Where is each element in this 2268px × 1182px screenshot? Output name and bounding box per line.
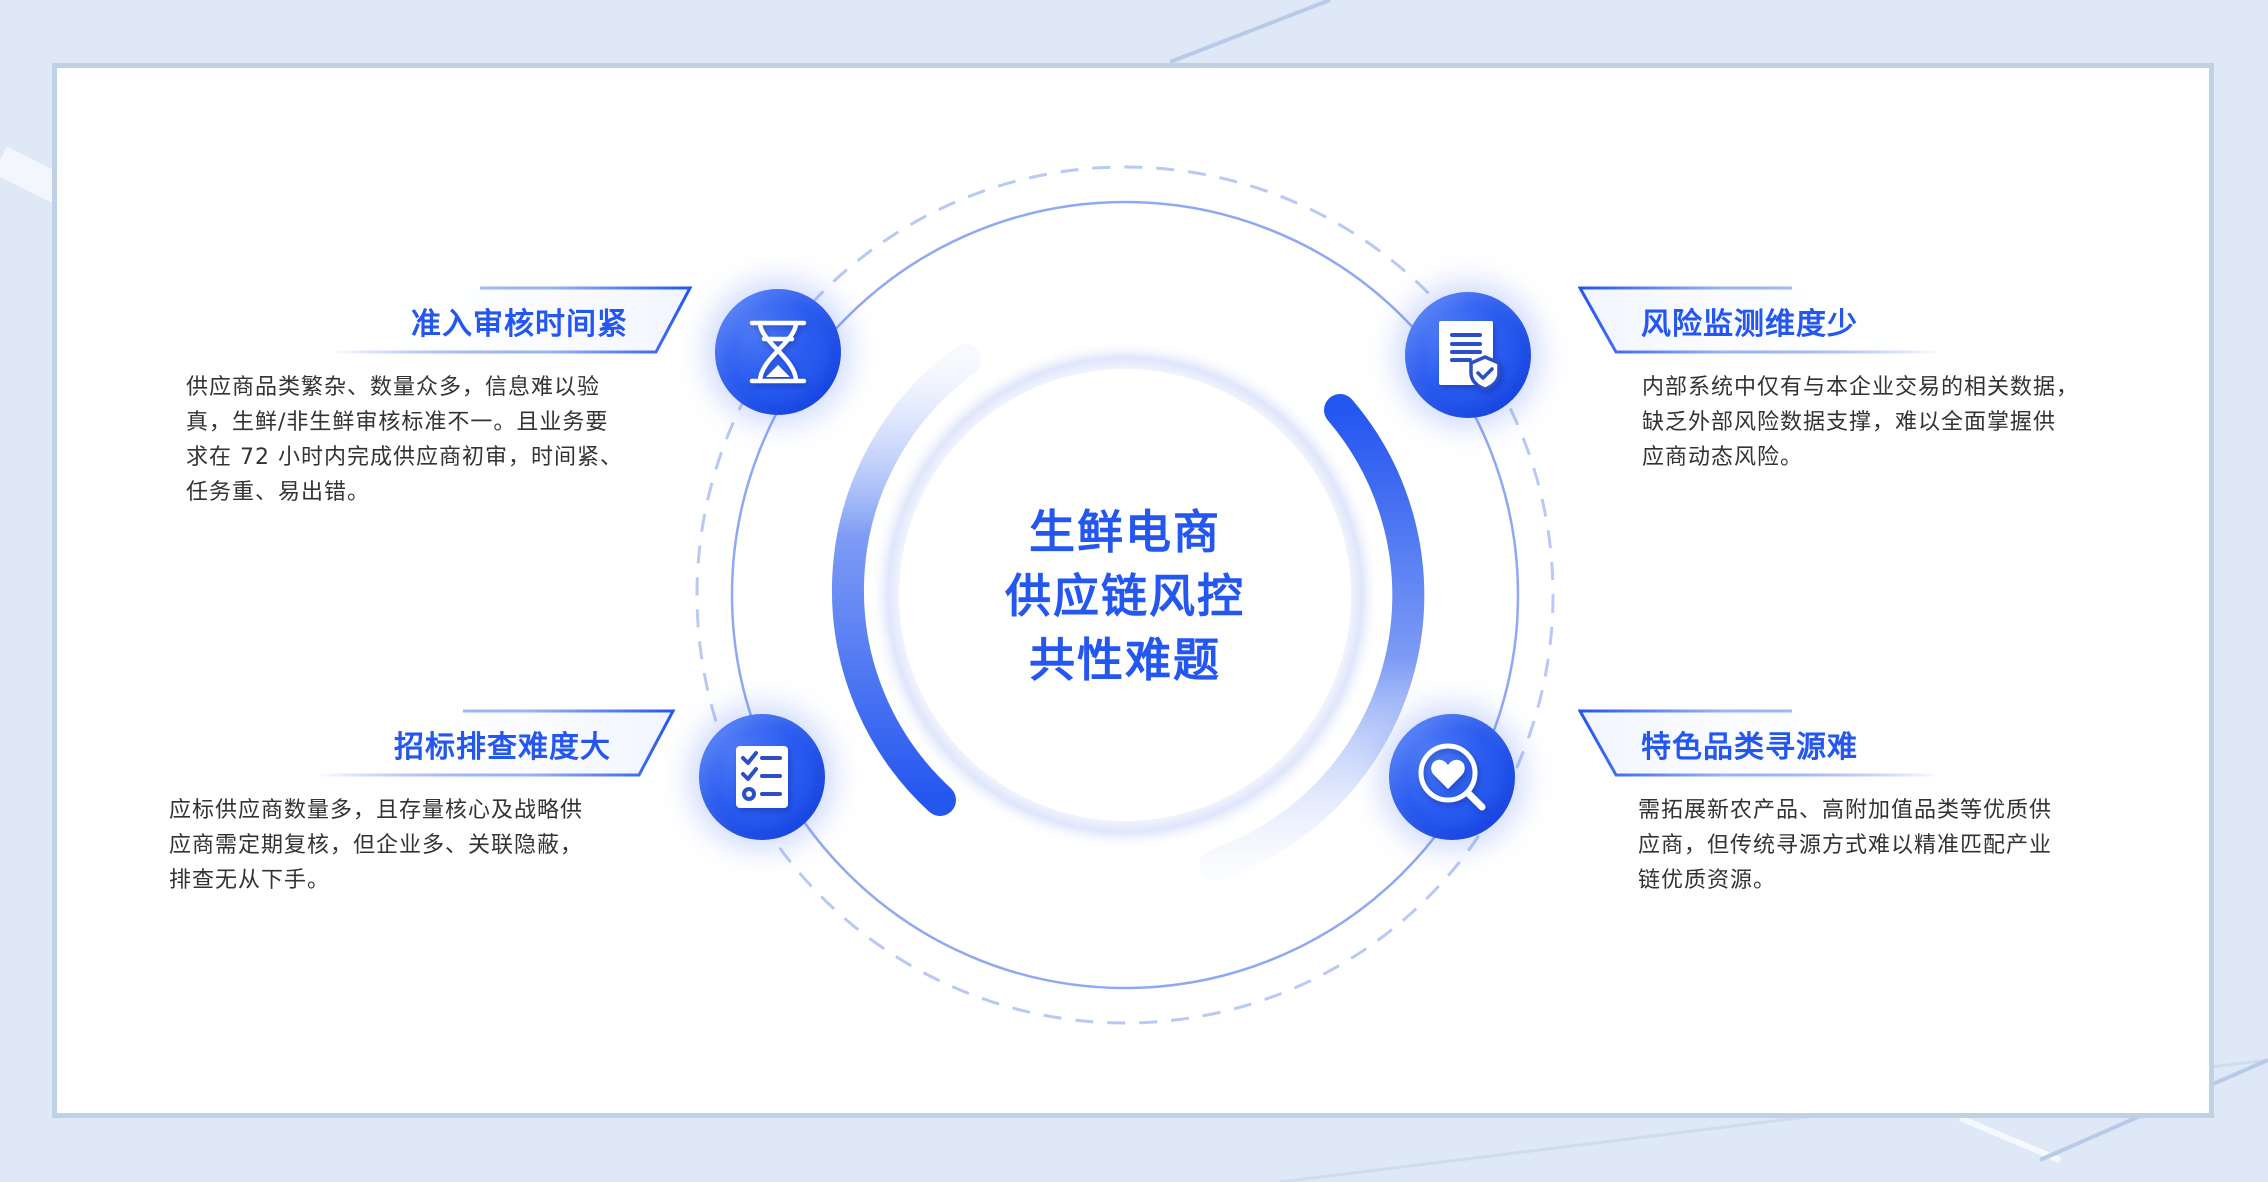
heart-search-icon-badge	[1389, 714, 1515, 840]
center-title: 生鲜电商 供应链风控 共性难题	[925, 500, 1325, 692]
description-line: 应商，但传统寻源方式难以精准匹配产业	[1638, 833, 2053, 858]
label-title: 准入审核时间紧	[411, 307, 628, 342]
hourglass-icon-badge	[715, 289, 841, 415]
left-progress-arc	[831, 344, 981, 816]
label-tender-screening: 招标排查难度大	[313, 709, 677, 777]
heart-search-icon	[1418, 743, 1486, 811]
hourglass-icon	[749, 320, 807, 384]
label-risk-monitoring: 风险监测维度少	[1578, 286, 1942, 354]
description-line: 需拓展新农产品、高附加值品类等优质供	[1638, 798, 2053, 823]
inner-disk	[899, 369, 1351, 821]
label-parallelogram	[1578, 709, 1940, 777]
description-line: 任务重、易出错。	[186, 480, 371, 505]
description-risk-monitoring: 内部系统中仅有与本企业交易的相关数据， 缺乏外部风险数据支撑，难以全面掌握供 应…	[1642, 370, 2079, 475]
label-title: 风险监测维度少	[1641, 307, 1858, 342]
outer-solid-ring	[730, 200, 1520, 990]
outer-dashed-ring	[695, 165, 1555, 1025]
description-line: 应标供应商数量多，且存量核心及战略供	[169, 798, 584, 823]
label-admission-review: 准入审核时间紧	[330, 286, 694, 354]
checklist-icon-badge	[699, 714, 825, 840]
right-progress-arc	[1199, 394, 1425, 881]
description-tender-screening: 应标供应商数量多，且存量核心及战略供 应商需定期复核，但企业多、关联隐蔽， 排查…	[169, 793, 583, 898]
description-line: 内部系统中仅有与本企业交易的相关数据，	[1642, 375, 2080, 400]
label-specialty-sourcing: 特色品类寻源难	[1578, 709, 1942, 777]
label-title: 招标排查难度大	[394, 730, 611, 765]
description-line: 缺乏外部风险数据支撑，难以全面掌握供	[1642, 410, 2057, 435]
description-specialty-sourcing: 需拓展新农产品、高附加值品类等优质供 应商，但传统寻源方式难以精准匹配产业 链优…	[1638, 793, 2052, 898]
description-line: 求在 72 小时内完成供应商初审，时间紧、	[186, 445, 623, 470]
description-line: 应商需定期复核，但企业多、关联隐蔽，	[169, 833, 584, 858]
center-title-line-2: 供应链风控	[1005, 569, 1245, 623]
document-shield-icon-badge	[1405, 292, 1531, 418]
center-title-line-3: 共性难题	[1029, 633, 1221, 687]
description-line: 应商动态风险。	[1642, 445, 1804, 470]
label-parallelogram	[1578, 286, 1940, 354]
label-parallelogram	[332, 286, 693, 354]
description-line: 链优质资源。	[1638, 868, 1777, 893]
description-line: 排查无从下手。	[169, 868, 331, 893]
description-line: 真，生鲜/非生鲜审核标准不一。且业务要	[186, 410, 609, 435]
document-shield-icon	[1439, 321, 1501, 391]
label-title: 特色品类寻源难	[1641, 730, 1858, 765]
label-parallelogram	[315, 709, 676, 777]
description-admission-review: 供应商品类繁杂、数量众多，信息难以验 真，生鲜/非生鲜审核标准不一。且业务要 求…	[186, 370, 623, 510]
center-title-line-1: 生鲜电商	[1029, 505, 1221, 559]
description-line: 供应商品类繁杂、数量众多，信息难以验	[186, 375, 601, 400]
checklist-icon	[736, 746, 788, 808]
